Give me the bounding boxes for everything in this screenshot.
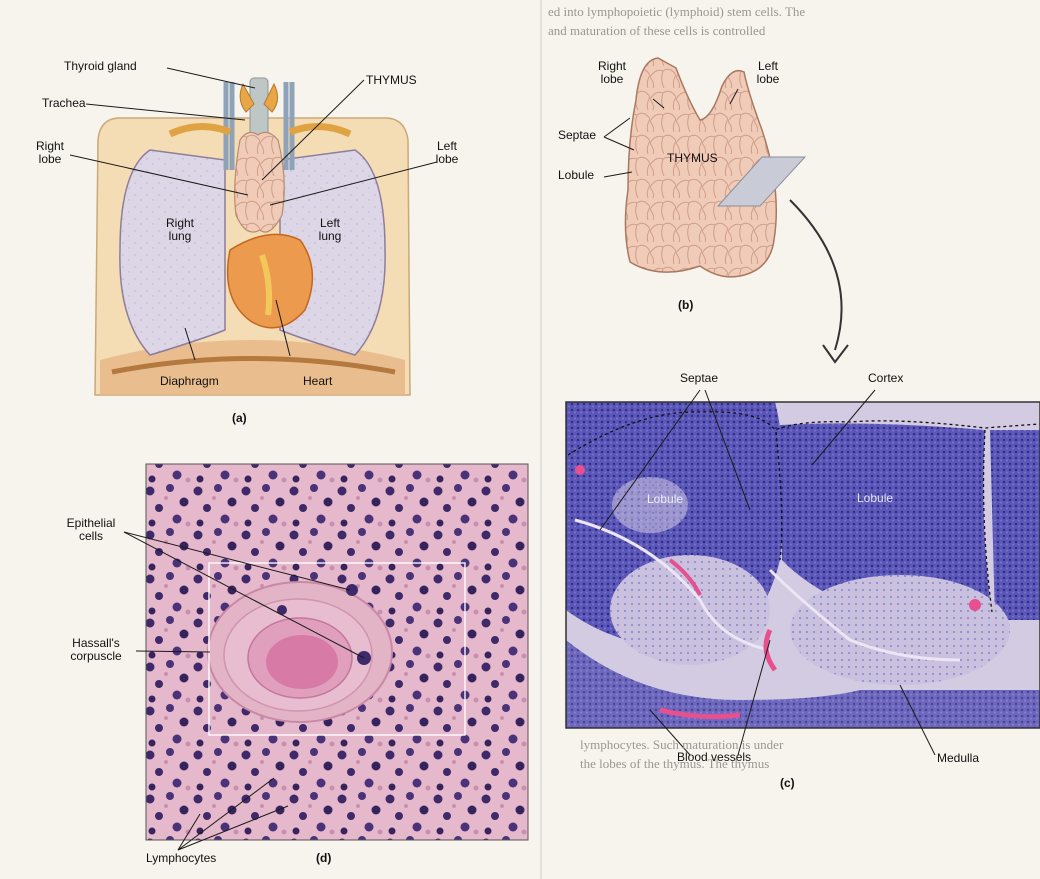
label-blood-vessels: Blood vessels: [677, 751, 751, 764]
label-septae-c: Septae: [680, 372, 718, 385]
label-line: corpuscle: [58, 650, 134, 663]
caption-b: (b): [678, 299, 693, 312]
label-diaphragm: Diaphragm: [160, 375, 219, 388]
label-line: lobe: [590, 73, 634, 86]
background-text-line: and maturation of these cells is control…: [548, 21, 1036, 40]
label-heart: Heart: [303, 375, 332, 388]
label-epithelial-cells: Epithelial cells: [58, 517, 124, 543]
label-thyroid-gland: Thyroid gland: [64, 60, 137, 73]
label-line: cells: [58, 530, 124, 543]
label-left-lobe-a: Left lobe: [427, 140, 467, 166]
label-lobule-c-left: Lobule: [647, 493, 683, 506]
label-line: lobe: [748, 73, 788, 86]
label-lobule-c-right: Lobule: [857, 492, 893, 505]
panel-c-art: [566, 402, 1040, 728]
label-medulla: Medulla: [937, 752, 979, 765]
label-cortex: Cortex: [868, 372, 903, 385]
label-lymphocytes: Lymphocytes: [146, 852, 216, 865]
label-septae-b: Septae: [558, 129, 596, 142]
label-left-lobe-b: Left lobe: [748, 60, 788, 86]
background-text-line: ed into lymphopoietic (lymphoid) stem ce…: [548, 2, 1036, 21]
background-text-top: ed into lymphopoietic (lymphoid) stem ce…: [548, 2, 1036, 40]
label-thymus-a: THYMUS: [366, 74, 417, 87]
caption-d: (d): [316, 852, 331, 865]
label-right-lobe-a: Right lobe: [28, 140, 72, 166]
label-line: lobe: [28, 153, 72, 166]
caption-c: (c): [780, 777, 795, 790]
label-line: lung: [305, 230, 355, 243]
label-hassalls-corpuscle: Hassall's corpuscle: [58, 637, 134, 663]
label-lobule-b: Lobule: [558, 169, 594, 182]
caption-a: (a): [232, 412, 247, 425]
label-line: lung: [155, 230, 205, 243]
label-trachea: Trachea: [42, 97, 86, 110]
label-thymus-b: THYMUS: [667, 152, 718, 165]
label-left-lung: Left lung: [305, 217, 355, 243]
label-right-lobe-b: Right lobe: [590, 60, 634, 86]
label-right-lung: Right lung: [155, 217, 205, 243]
label-line: lobe: [427, 153, 467, 166]
panel-a-art: [95, 78, 410, 395]
